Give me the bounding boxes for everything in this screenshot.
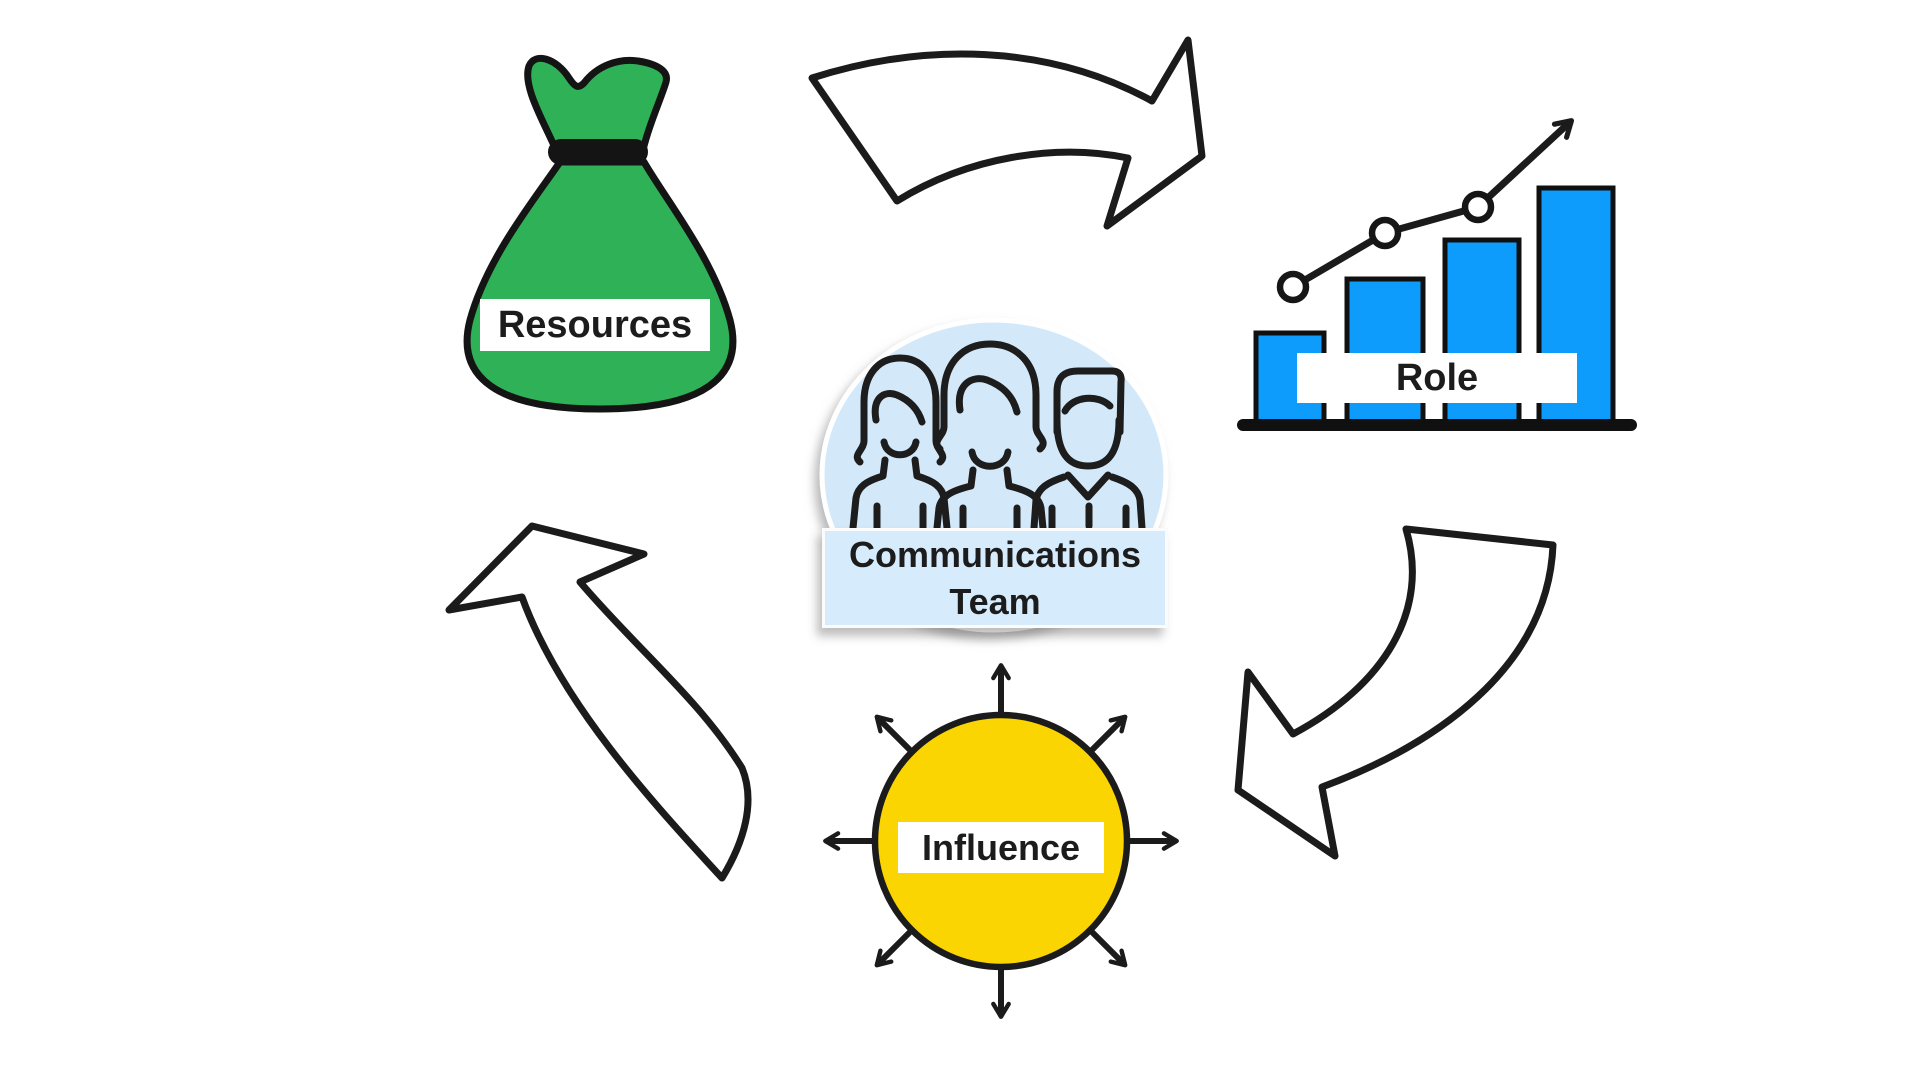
flow-arrow-influence-to-resources [445,522,752,882]
money-bag-icon [463,54,737,413]
ray-up-left [874,714,915,755]
flow-arrow-resources-to-role [808,36,1206,230]
person-right-man [1030,367,1146,532]
trend-line [1289,118,1575,291]
money-bag-body [463,158,737,413]
money-bag-tie [548,139,648,165]
money-bag-knot [524,54,670,154]
trend-markers [1276,190,1495,304]
chart-baseline [1237,419,1637,431]
resources-label: Resources [480,299,710,351]
person-center-woman [933,340,1047,532]
flow-arrow-role-to-influence [1234,525,1557,860]
ray-down-left [874,927,915,968]
influence-label: Influence [898,822,1104,873]
communications-team-label: Communications Team [822,528,1168,628]
flow-arrows [445,36,1557,882]
role-label: Role [1297,353,1577,403]
ray-up-right [1087,714,1128,755]
influence-rays [823,663,1179,1019]
trend-marker-1 [1276,270,1310,304]
trend-marker-3 [1461,190,1495,224]
trend-marker-2 [1368,216,1402,250]
ray-down-right [1087,927,1128,968]
team-people-icon [849,340,1146,532]
